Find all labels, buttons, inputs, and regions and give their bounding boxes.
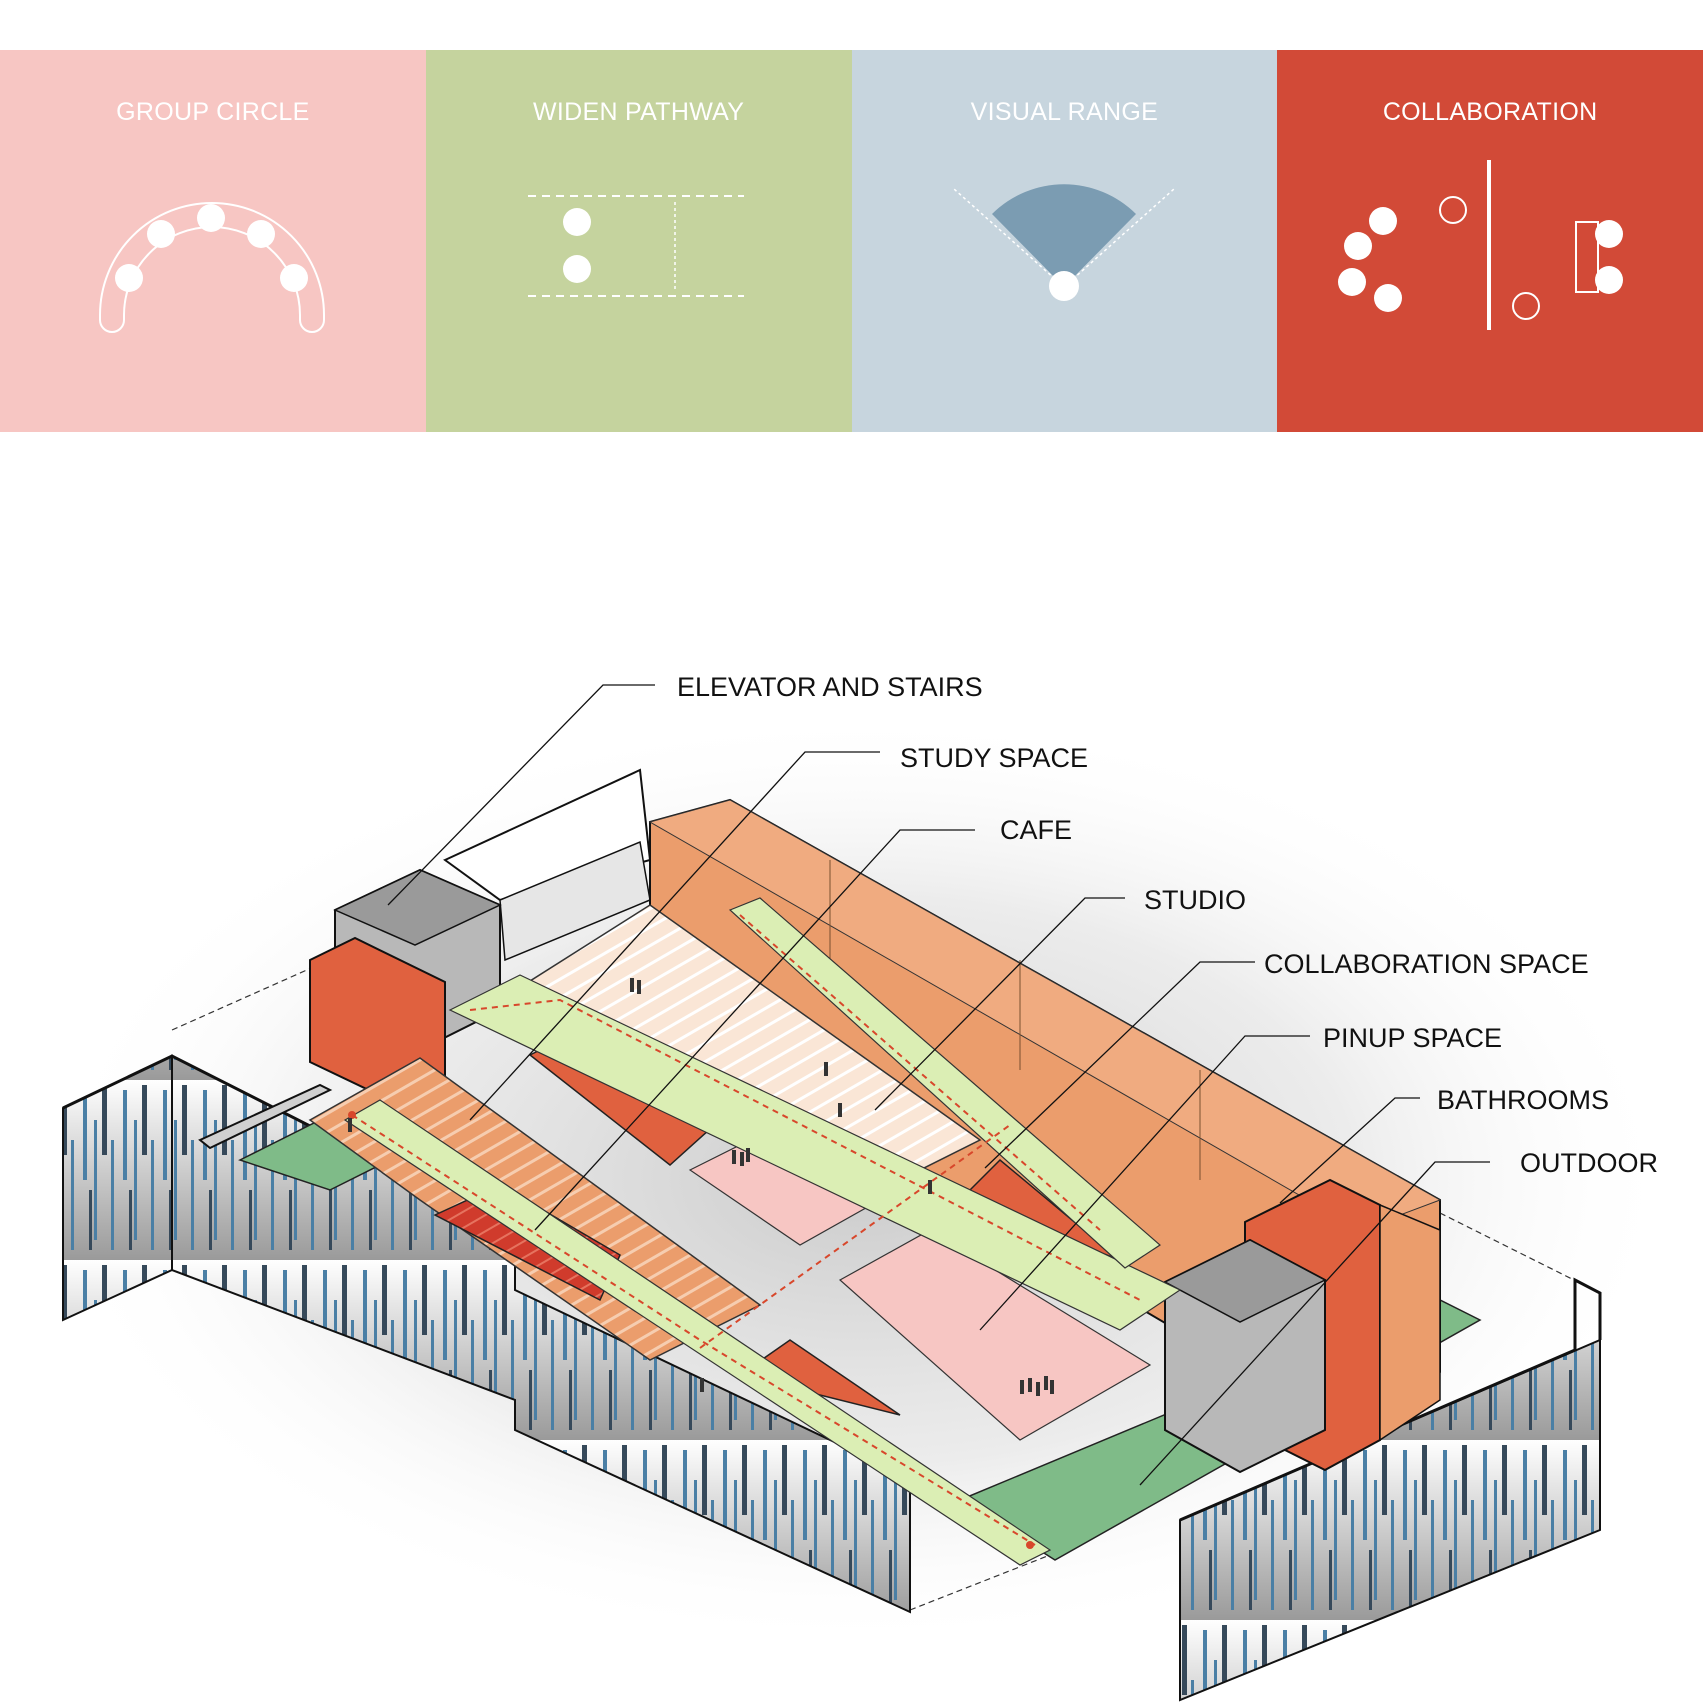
pathway-upper (448, 974, 1182, 1331)
panel-widen-pathway: WIDEN PATHWAY (425, 50, 852, 432)
panel-title: COLLABORATION (1382, 98, 1598, 126)
widen-pathway-icon (527, 195, 744, 297)
panel-title: WIDEN PATHWAY (532, 98, 745, 126)
people-figures (348, 978, 1054, 1396)
label-cafe: CAFE (1000, 815, 1072, 845)
pathway-ramp (728, 897, 1161, 1269)
label-outdoor: OUTDOOR (1520, 1148, 1658, 1178)
panel-title: GROUP CIRCLE (116, 98, 310, 126)
pathway-main (343, 1099, 1052, 1566)
pinup-space-2 (838, 1229, 1152, 1441)
label-leaders (387, 684, 1490, 1486)
label-pinup-space: PINUP SPACE (1323, 1023, 1502, 1053)
panel-visual-range: VISUAL RANGE (851, 50, 1278, 432)
label-collaboration-space: COLLABORATION SPACE (1264, 949, 1589, 979)
circulation-path (351, 1114, 1036, 1546)
concept-panels: GROUP CIRCLE WIDEN PATHWAY VISUAL RANGE (0, 50, 1703, 432)
label-study-space: STUDY SPACE (900, 743, 1088, 773)
visual-range-icon (953, 184, 1174, 301)
label-studio: STUDIO (1144, 885, 1246, 915)
group-circle-icon (99, 202, 325, 333)
label-bathrooms: BATHROOMS (1437, 1085, 1609, 1115)
panel-group-circle: GROUP CIRCLE (0, 50, 426, 432)
panel-title: VISUAL RANGE (970, 98, 1159, 126)
label-elevator-and-stairs: ELEVATOR AND STAIRS (677, 672, 983, 702)
panel-collaboration: COLLABORATION (1277, 50, 1703, 432)
axonometric-diagram: ELEVATOR AND STAIRS STUDY SPACE CAFE STU… (40, 672, 1680, 1702)
collaboration-icon (1338, 160, 1624, 330)
